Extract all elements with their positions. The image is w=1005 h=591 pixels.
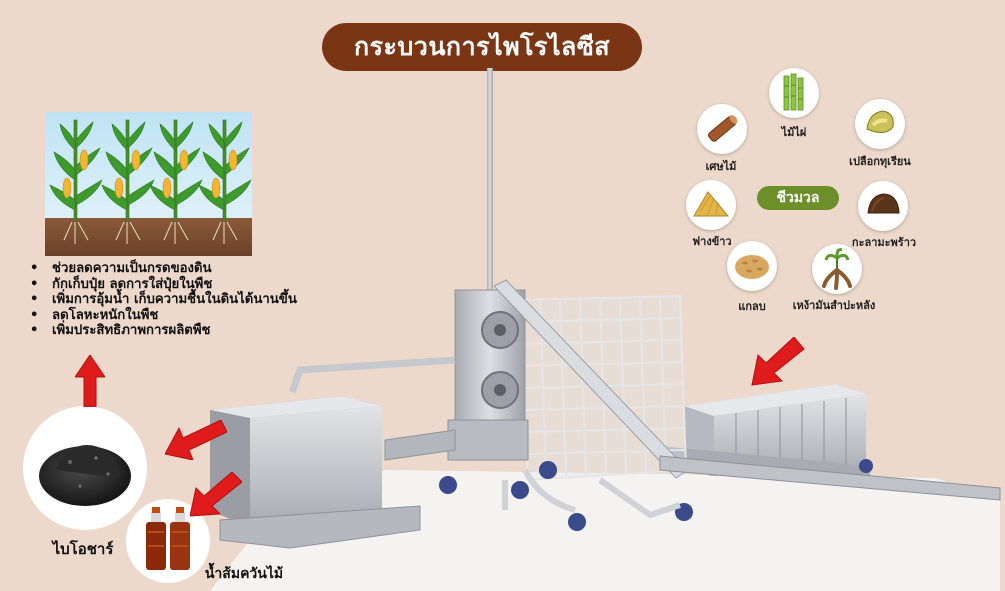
wood-vinegar-photo (126, 499, 210, 583)
chimney-pipe (487, 68, 493, 290)
biomass-hopper (660, 384, 870, 480)
arrow-to-biochar-icon (165, 420, 227, 460)
benefits-list: ช่วยลดความเป็นกรดของดิน กักเก็บปุ๋ย ลดกา… (30, 261, 297, 339)
arrow-to-vinegar-icon (190, 472, 242, 517)
biochar-photo (23, 406, 147, 530)
transfer-duct (384, 429, 456, 461)
cassava-rhizome-icon (812, 244, 862, 294)
rice-straw-icon (686, 180, 736, 230)
outlet-pipes (502, 468, 681, 519)
gas-pipe (288, 356, 456, 394)
benefit-item: เพิ่มประสิทธิภาพการผลิตพืช (30, 323, 297, 339)
crop-field-illustration (45, 112, 252, 256)
motor-units (439, 459, 873, 531)
bamboo-icon (769, 68, 819, 118)
biomass-label-coconut: กะลามะพร้าว (851, 236, 917, 249)
page-title: กระบวนการไพโรไลซีส (322, 23, 642, 71)
biomass-label-husk: แกลบ (738, 300, 766, 313)
arrow-up-icon (75, 355, 105, 407)
benefit-item: กักเก็บปุ๋ย ลดการใส่ปุ๋ยในพืช (30, 277, 297, 293)
wood-scrap-icon (697, 104, 747, 154)
condenser-unit (210, 396, 421, 549)
wood-vinegar-label: น้ำส้มควันไม้ (204, 566, 284, 582)
lower-conveyor (659, 455, 1001, 501)
benefit-item: ลดโลหะหนักในพืช (30, 308, 297, 324)
biomass-label-bamboo: ไม้ไผ่ (781, 126, 807, 139)
biomass-label-cassava: เหง้ามันสำปะหลัง (792, 299, 876, 312)
reactor-column (447, 289, 529, 461)
biomass-label-durian: เปลือกทุเรียน (849, 155, 911, 168)
benefit-item: ช่วยลดความเป็นกรดของดิน (30, 261, 297, 277)
biomass-label-straw: ฟางข้าว (692, 235, 732, 248)
arrow-to-hopper-icon (751, 337, 805, 386)
biochar-label: ไบโอชาร์ (52, 540, 114, 558)
biomass-center-badge: ชีวมวล (757, 186, 839, 210)
coconut-shell-icon (858, 181, 908, 231)
biomass-label-wood: เศษไม้ (705, 160, 737, 173)
rice-husk-icon (727, 241, 777, 291)
floor (210, 470, 1000, 591)
durian-peel-icon (855, 99, 905, 149)
benefit-item: เพิ่มการอุ้มน้ำ เก็บความชื้นในดินได้นานข… (30, 292, 297, 308)
